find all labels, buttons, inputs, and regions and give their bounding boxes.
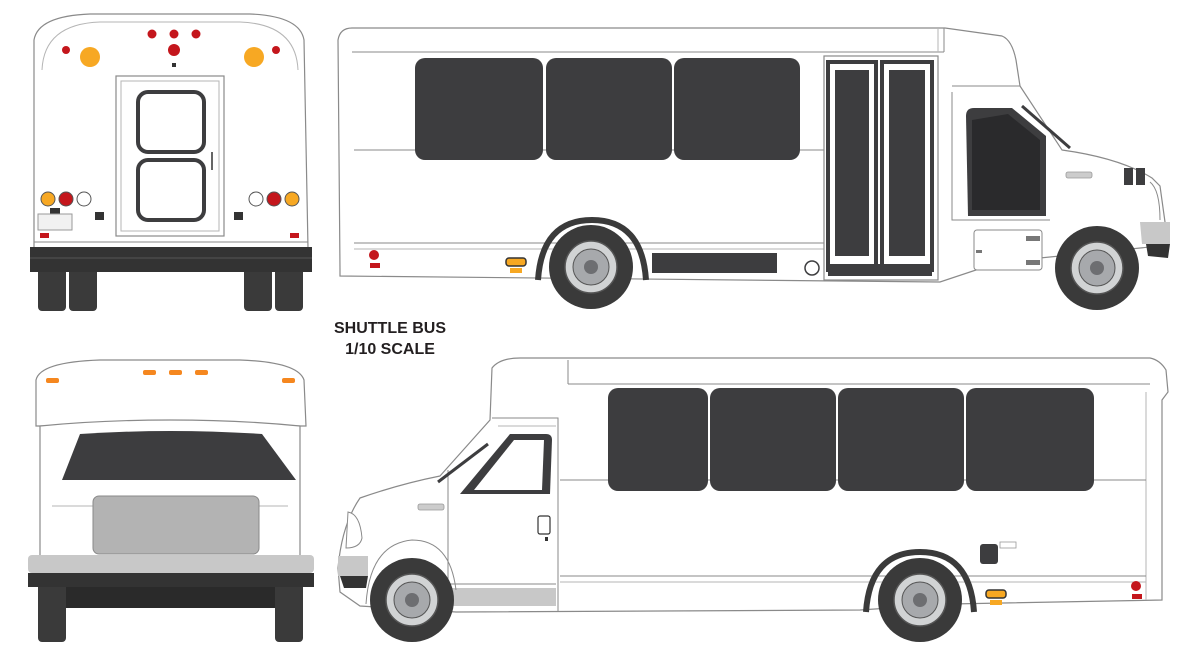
left-fuel-door bbox=[980, 544, 998, 564]
fuel-cap-icon bbox=[804, 260, 820, 276]
rear-right-inner-tire bbox=[244, 268, 272, 311]
left-rear-wheel bbox=[878, 558, 962, 642]
rear-marker-lamp bbox=[272, 46, 280, 54]
rear-amber-lamp bbox=[244, 47, 264, 67]
left-door-handle bbox=[537, 515, 551, 535]
front-bumper bbox=[28, 555, 314, 573]
right-rear-wheel bbox=[549, 225, 633, 309]
front-grille bbox=[92, 495, 260, 555]
rear-top-lamp bbox=[191, 29, 201, 39]
left-window-4 bbox=[966, 388, 1094, 491]
front-roof-cap bbox=[35, 359, 307, 427]
license-plate bbox=[37, 213, 73, 231]
rear-left-inner-tire bbox=[69, 268, 97, 311]
right-window-2 bbox=[546, 58, 672, 160]
front-left-tire bbox=[38, 582, 66, 642]
right-rear-wheel-arch bbox=[535, 216, 649, 281]
left-window-2 bbox=[710, 388, 836, 491]
rear-top-lamp bbox=[147, 29, 157, 39]
left-window-3 bbox=[838, 388, 964, 491]
right-window-3 bbox=[674, 58, 800, 160]
left-rear-wheel-arch bbox=[863, 548, 977, 613]
right-front-wheel bbox=[1055, 226, 1139, 310]
rear-left-tire bbox=[38, 268, 66, 311]
left-front-wheel bbox=[370, 558, 454, 642]
diagram-title: SHUTTLE BUS 1/10 SCALE bbox=[300, 318, 480, 360]
right-window-1 bbox=[415, 58, 543, 160]
right-side-view bbox=[337, 27, 1170, 310]
right-storage-panel bbox=[652, 253, 777, 273]
left-side-view bbox=[337, 357, 1169, 642]
rear-right-tire bbox=[275, 268, 303, 311]
rear-amber-lamp bbox=[80, 47, 100, 67]
title-line-1: SHUTTLE BUS bbox=[334, 320, 446, 337]
right-mirror bbox=[1124, 168, 1133, 185]
rear-marker-lamp bbox=[62, 46, 70, 54]
front-right-tire bbox=[275, 582, 303, 642]
left-window-1 bbox=[608, 388, 708, 491]
right-wiper bbox=[1021, 104, 1071, 150]
left-headlight bbox=[345, 511, 363, 549]
front-view bbox=[28, 359, 314, 642]
rear-door-window-lower bbox=[136, 158, 206, 222]
right-front-bumper bbox=[1140, 222, 1170, 244]
left-wiper bbox=[437, 442, 489, 484]
front-windshield bbox=[62, 431, 296, 480]
rear-bumper bbox=[30, 247, 312, 272]
left-front-bumper bbox=[338, 556, 368, 576]
rear-center-lamp bbox=[168, 44, 180, 56]
title-line-2: 1/10 SCALE bbox=[345, 341, 435, 358]
rear-view bbox=[30, 13, 312, 311]
rear-top-lamp bbox=[169, 29, 179, 39]
rear-door-window-upper bbox=[136, 90, 206, 154]
